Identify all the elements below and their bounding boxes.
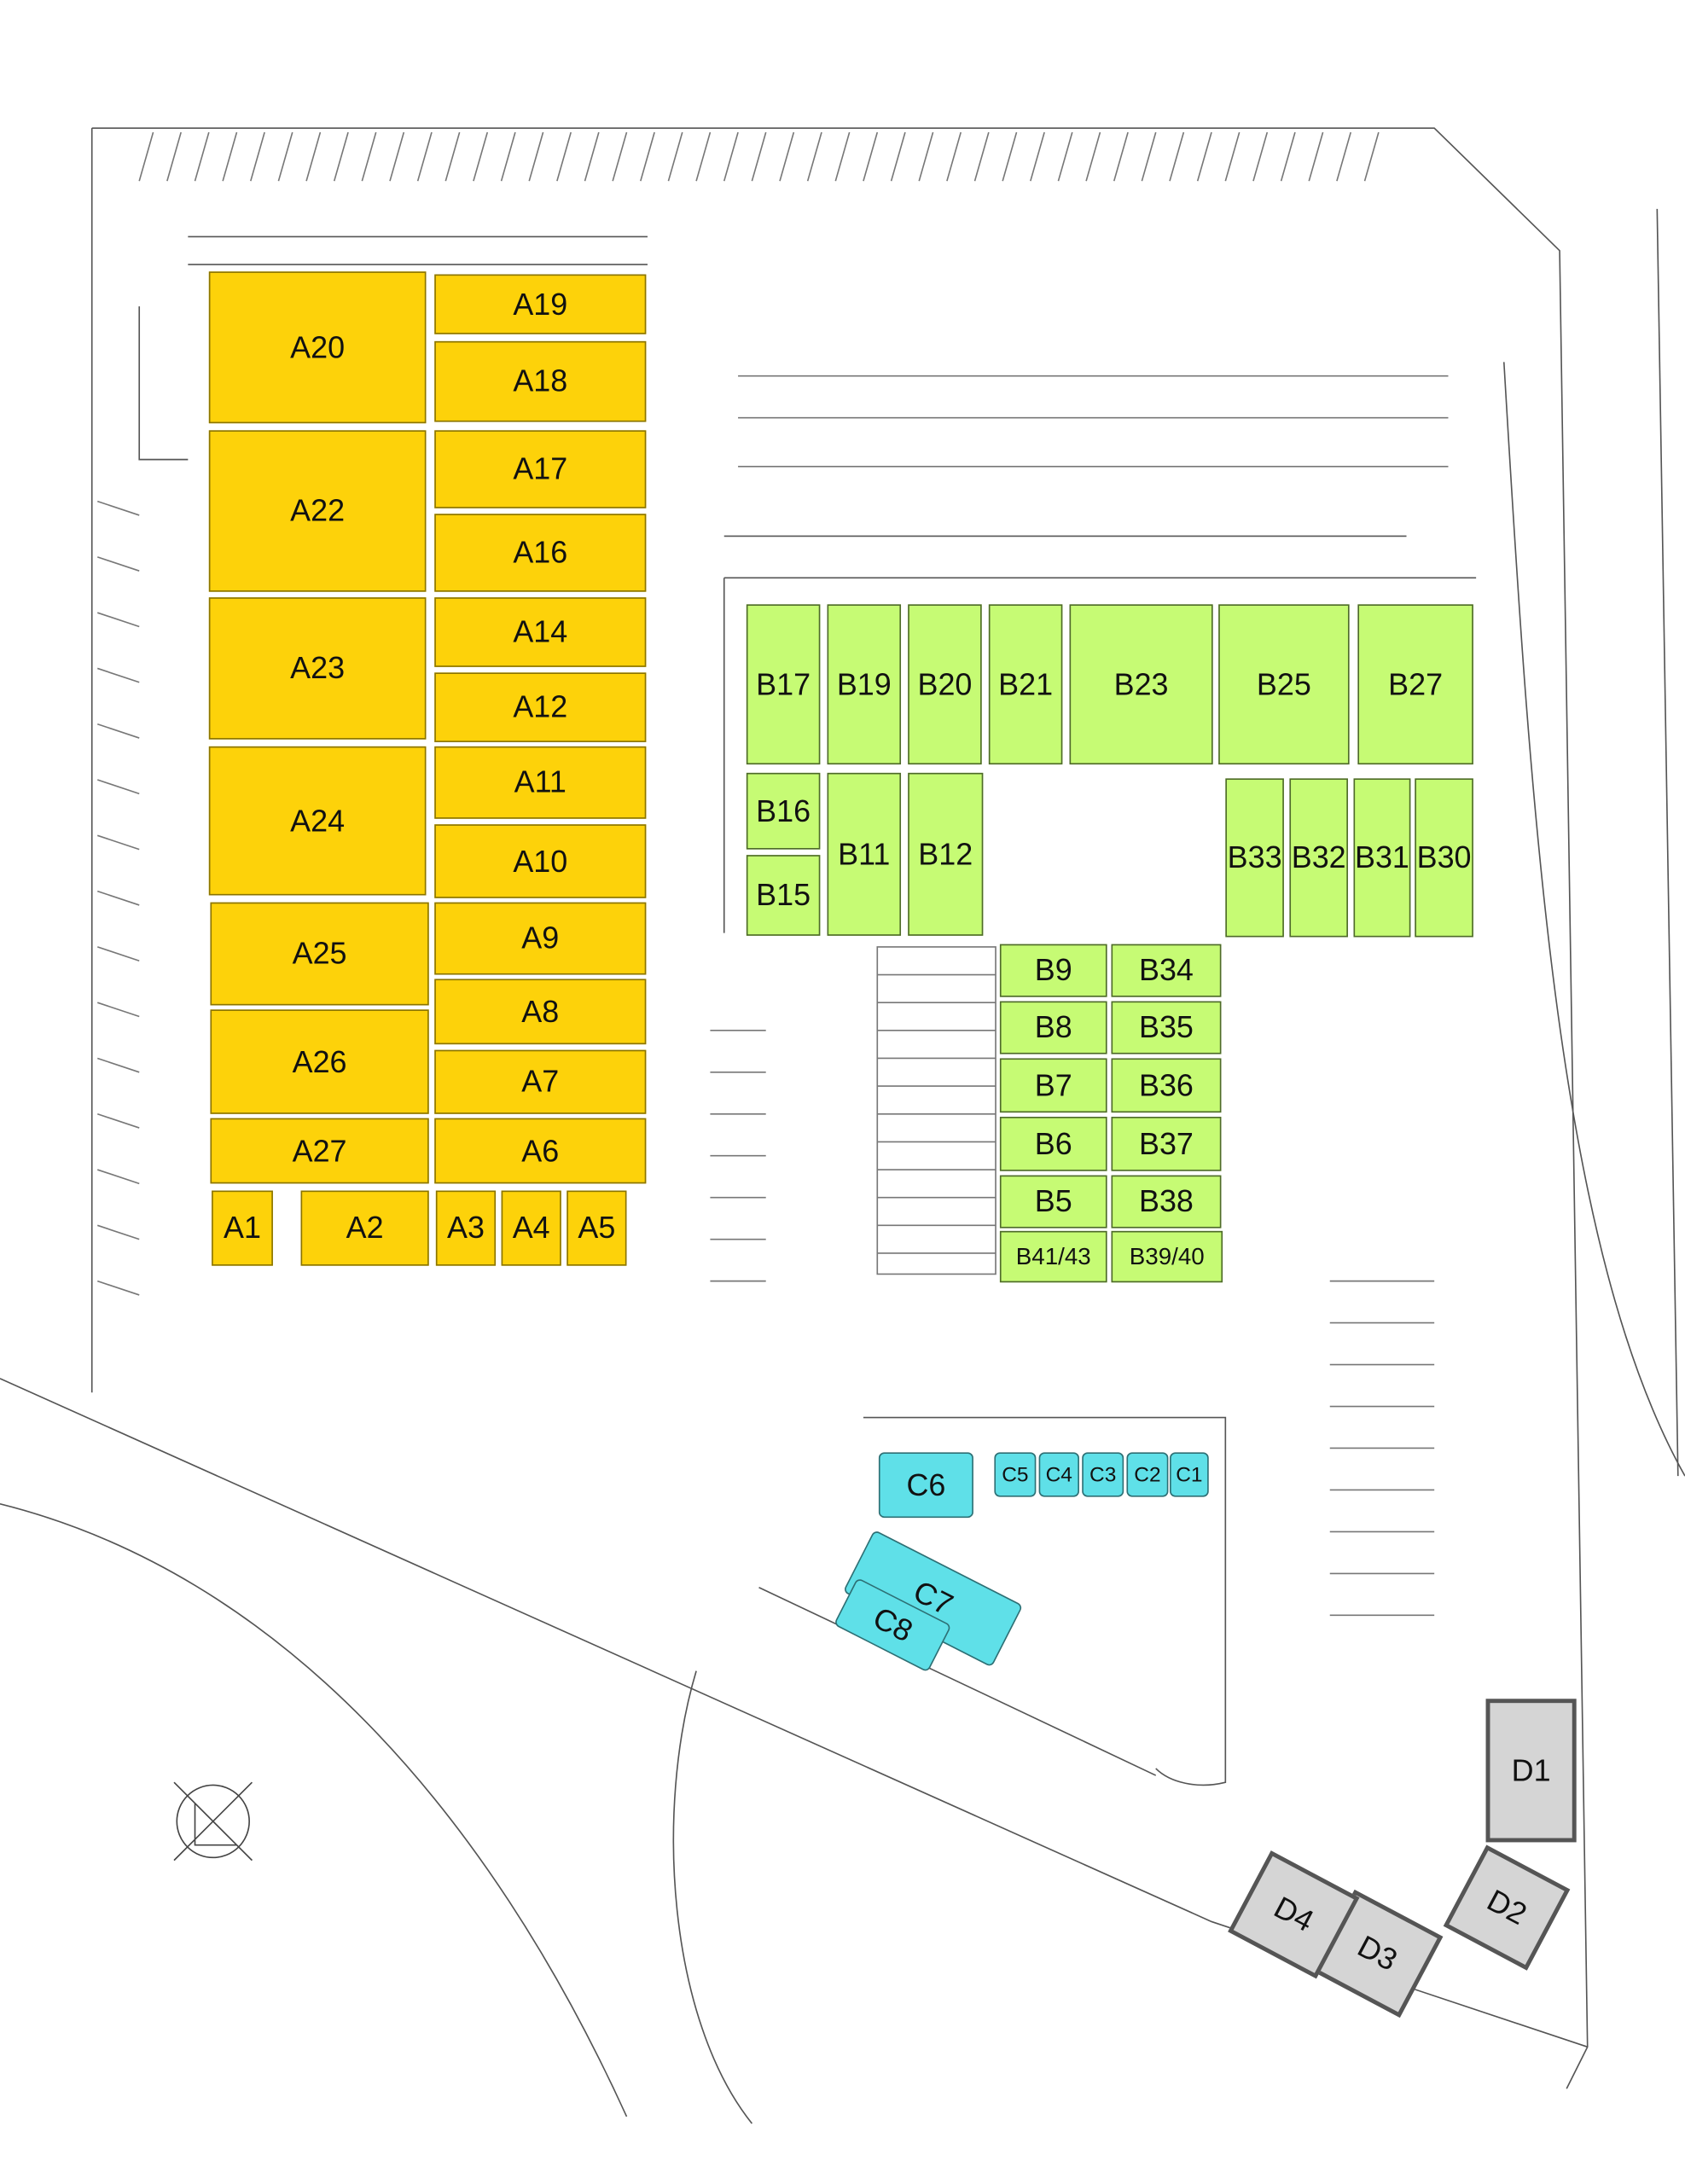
unit-a10[interactable]: A10 [434,824,647,898]
unit-c5[interactable]: C5 [994,1452,1037,1497]
parking-hatches [96,131,1449,1617]
unit-a23[interactable]: A23 [208,597,427,740]
east-boundary [1656,208,1679,1477]
unit-b8[interactable]: B8 [999,1001,1107,1054]
unit-a20[interactable]: A20 [208,271,427,424]
unit-b34[interactable]: B34 [1111,944,1222,997]
unit-a14[interactable]: A14 [434,597,647,667]
unit-c2[interactable]: C2 [1126,1452,1169,1497]
unit-a22[interactable]: A22 [208,430,427,592]
unit-b25[interactable]: B25 [1218,604,1350,765]
unit-b32[interactable]: B32 [1289,778,1348,938]
unit-b38[interactable]: B38 [1111,1175,1222,1228]
unit-b16[interactable]: B16 [746,772,821,850]
unit-a2[interactable]: A2 [300,1190,429,1266]
road-curve-2 [672,1670,753,2124]
unit-b11[interactable]: B11 [827,772,902,936]
unit-a16[interactable]: A16 [434,514,647,592]
unit-b41-43[interactable]: B41/43 [999,1230,1107,1283]
unit-a27[interactable]: A27 [210,1118,429,1184]
unit-b17[interactable]: B17 [746,604,821,765]
unit-a26[interactable]: A26 [210,1009,429,1114]
unit-b23[interactable]: B23 [1069,604,1213,765]
unit-a7[interactable]: A7 [434,1049,647,1114]
unit-a12[interactable]: A12 [434,672,647,742]
unit-b21[interactable]: B21 [988,604,1063,765]
unit-a17[interactable]: A17 [434,430,647,508]
unit-a24[interactable]: A24 [208,746,427,896]
north-arrow-symbol [173,1781,253,1862]
unit-b33[interactable]: B33 [1225,778,1284,938]
unit-b9[interactable]: B9 [999,944,1107,997]
unit-b36[interactable]: B36 [1111,1058,1222,1113]
road-curve [0,1502,628,2117]
unit-a3[interactable]: A3 [435,1190,497,1266]
unit-b35[interactable]: B35 [1111,1001,1222,1054]
unit-b12[interactable]: B12 [908,772,984,936]
unit-b39-40[interactable]: B39/40 [1111,1230,1223,1283]
unit-b19[interactable]: B19 [827,604,902,765]
road-edge [0,1378,1588,2048]
property-boundary [91,127,1589,2089]
unit-a4[interactable]: A4 [501,1190,561,1266]
unit-d1[interactable]: D1 [1485,1699,1577,1843]
east-road [1502,362,1685,1477]
unit-b27[interactable]: B27 [1357,604,1473,765]
unit-a5[interactable]: A5 [567,1190,627,1266]
unit-a11[interactable]: A11 [434,746,647,819]
unit-b20[interactable]: B20 [908,604,982,765]
unit-c6[interactable]: C6 [878,1452,973,1519]
unit-a19[interactable]: A19 [434,274,647,334]
unit-b5[interactable]: B5 [999,1175,1107,1228]
unit-c1[interactable]: C1 [1170,1452,1209,1497]
unit-c3[interactable]: C3 [1082,1452,1124,1497]
unit-b7[interactable]: B7 [999,1058,1107,1113]
unit-a6[interactable]: A6 [434,1118,647,1184]
unit-a25[interactable]: A25 [210,902,429,1006]
unit-b6[interactable]: B6 [999,1117,1107,1171]
unit-a9[interactable]: A9 [434,902,647,975]
unit-b31[interactable]: B31 [1353,778,1411,938]
unit-b37[interactable]: B37 [1111,1117,1222,1171]
unit-b15[interactable]: B15 [746,855,821,936]
unit-a18[interactable]: A18 [434,340,647,422]
unit-b30[interactable]: B30 [1415,778,1473,938]
unit-a1[interactable]: A1 [212,1190,273,1266]
unit-c4[interactable]: C4 [1038,1452,1079,1497]
unit-a8[interactable]: A8 [434,979,647,1045]
